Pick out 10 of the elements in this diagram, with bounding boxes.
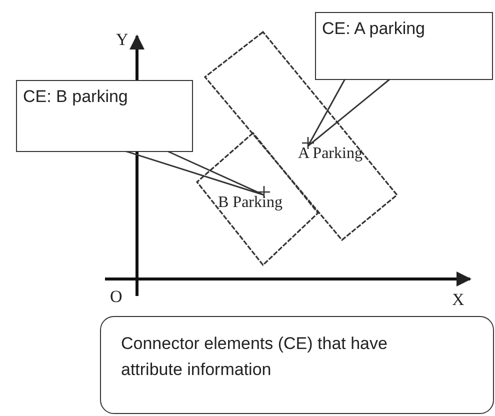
parking-label: A Parking [298,145,362,163]
callout-box: CE: B parking [16,80,193,152]
callout-pointer [307,78,391,147]
callout-box: CE: A parking [315,12,493,80]
callout-pointer [124,150,265,196]
parking-label: B Parking [218,194,282,212]
axis-label: O [110,287,122,307]
note-box: Connector elements (CE) that have attribute information [100,316,494,414]
axis-label: X [452,290,464,310]
axis-label: Y [116,30,128,50]
